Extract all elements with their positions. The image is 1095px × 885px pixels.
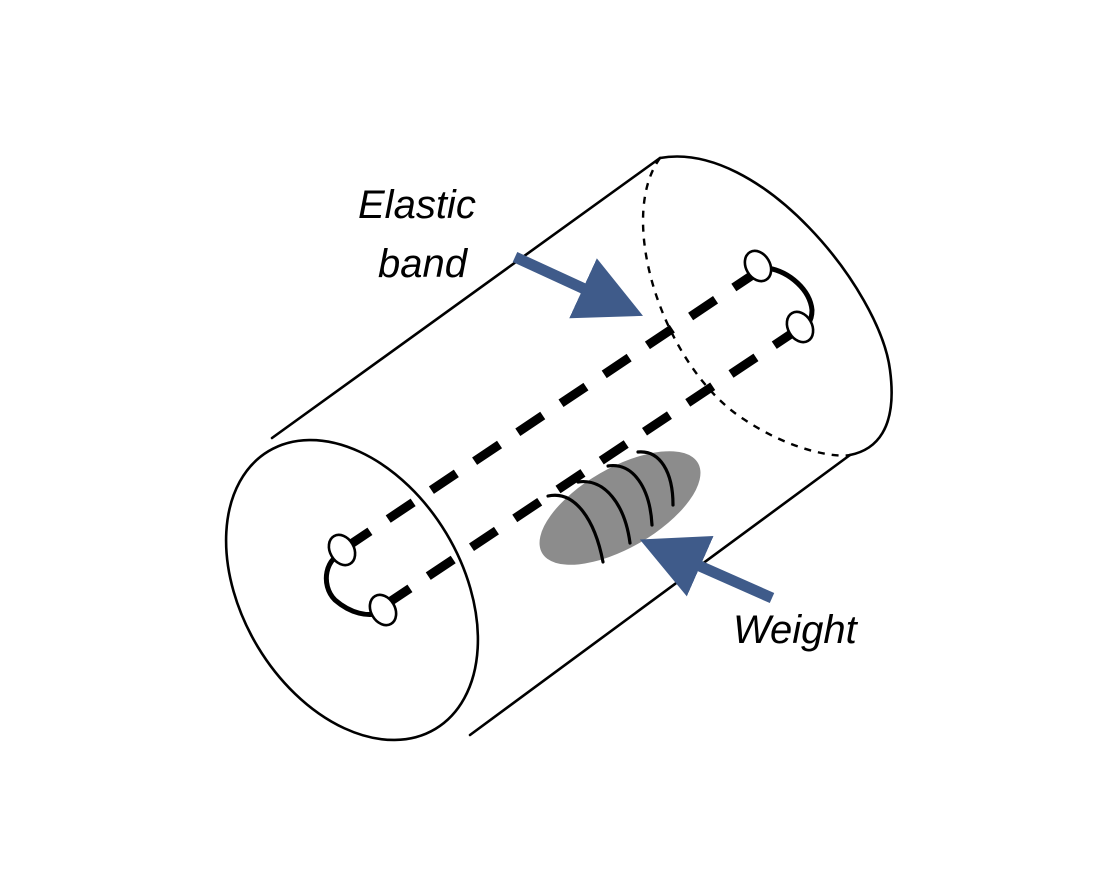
- back-cap-visible-edge: [658, 155, 893, 457]
- weight: [539, 450, 701, 565]
- elastic-band-arrow: [512, 252, 643, 319]
- weight-label: Weight: [733, 608, 859, 652]
- front-loop-lower: [368, 593, 398, 627]
- elastic-band-upper-strand: [342, 266, 763, 552]
- elastic-band-label-line1: Elastic: [358, 183, 476, 227]
- elastic-band-label-line2: band: [378, 242, 469, 286]
- back-loop-upper: [743, 249, 773, 283]
- back-cap-hidden-edge: [641, 157, 851, 457]
- front-cap: [224, 438, 480, 742]
- back-loop-lower: [785, 310, 815, 344]
- weight-wrap-3: [606, 464, 654, 527]
- weight-wrap-2: [576, 480, 632, 545]
- weight-wrap-1: [546, 493, 605, 564]
- front-hook: [324, 549, 386, 617]
- cylinder-top-edge: [270, 156, 662, 440]
- elastic-band: [324, 249, 815, 627]
- cylinder: [224, 155, 893, 742]
- weight-arrow: [639, 536, 775, 604]
- elastic-band-lower-strand: [382, 324, 803, 609]
- front-loop-upper: [327, 533, 357, 567]
- weight-wrap-4: [636, 450, 675, 507]
